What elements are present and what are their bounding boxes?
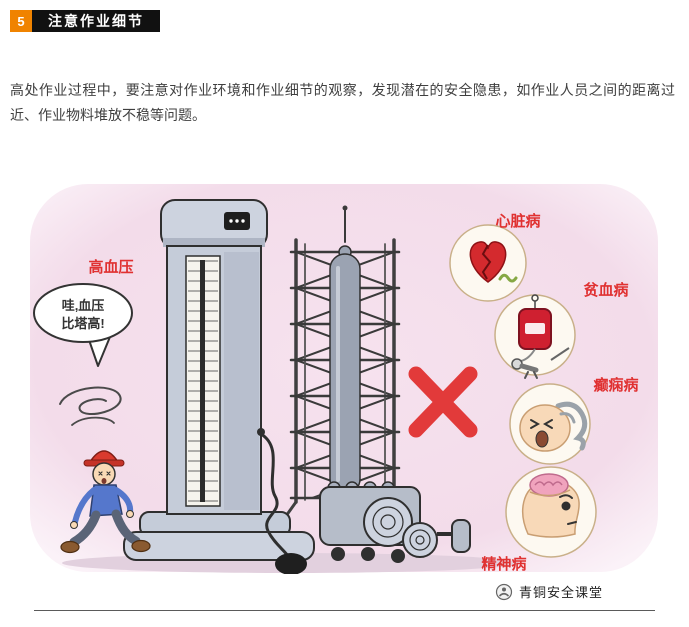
- disease-circle-heart: 心脏病: [449, 212, 541, 303]
- disease-label-anemia: 贫血病: [583, 281, 628, 299]
- dizzy-swirl: [59, 386, 122, 416]
- speech-line-1: 哇,血压: [62, 298, 105, 313]
- footer-brand: 青铜安全课堂: [0, 582, 603, 601]
- blood-pressure-meter: [123, 199, 315, 575]
- brand-name: 青铜安全课堂: [518, 585, 603, 601]
- pump-hose: [260, 433, 290, 558]
- speech-bubble: 哇,血压 比塔高!: [33, 283, 133, 368]
- disease-circle-mental: 精神病: [481, 466, 597, 573]
- disease-label-epilepsy: 癫痫病: [593, 376, 638, 394]
- bottom-divider: [34, 610, 655, 612]
- red-cross-mark: [408, 366, 478, 438]
- disease-circle-epilepsy: 癫痫病: [509, 376, 639, 466]
- section-header: 5 注意作业细节: [10, 10, 689, 32]
- illustration-svg: 高血压 哇,血压 比塔高! 心脏病: [30, 184, 658, 575]
- disease-label-heart: 心脏病: [495, 212, 540, 230]
- brand-logo-icon: [495, 583, 513, 600]
- safety-cartoon-illustration: 高血压 哇,血压 比塔高! 心脏病: [28, 182, 660, 575]
- machinery-block: [319, 481, 471, 564]
- dizzy-swirl-small: [71, 417, 115, 427]
- section-title: 注意作业细节: [32, 10, 160, 32]
- worker-character: [60, 450, 151, 554]
- pump-bulb: [275, 553, 307, 575]
- broken-heart-icon: [469, 241, 507, 284]
- section-number-badge: 5: [10, 10, 32, 32]
- meter-label: 高血压: [88, 258, 133, 276]
- distressed-face-icon: [519, 404, 571, 453]
- scaffold-tower: [284, 205, 406, 518]
- disease-label-mental: 精神病: [481, 555, 526, 573]
- speech-line-2: 比塔高!: [61, 316, 104, 331]
- body-paragraph: 高处作业过程中，要注意对作业环境和作业细节的观察，发现潜在的安全隐患，如作业人员…: [10, 82, 675, 124]
- disease-circle-anemia: 贫血病: [494, 281, 629, 380]
